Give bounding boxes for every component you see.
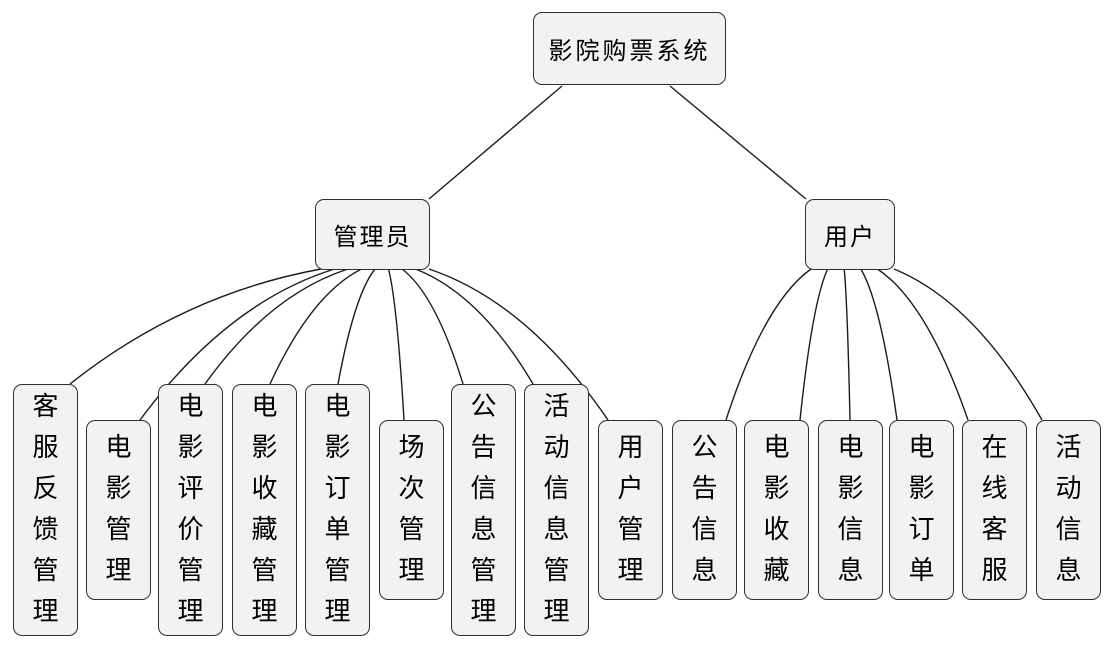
root-node-label: 影院购票系统 (548, 37, 711, 65)
leaf-node-admin-5-label: 电影订单管理 (324, 392, 351, 627)
connector-line (893, 268, 1043, 421)
connector-line (269, 268, 362, 385)
connector-line (387, 268, 405, 421)
connector-line (69, 268, 322, 385)
leaf-node-admin-9-label: 用户管理 (617, 433, 644, 586)
leaf-node-admin-1: 客服反馈管理 (13, 384, 78, 636)
leaf-node-user-1: 公告信息 (672, 420, 737, 600)
connector-line (799, 268, 829, 421)
connector-line (725, 268, 812, 421)
leaf-node-admin-8: 活动信息管理 (524, 384, 589, 636)
leaf-node-admin-7: 公告信息管理 (451, 384, 516, 636)
leaf-node-admin-9: 用户管理 (598, 420, 663, 600)
leaf-node-admin-6: 场次管理 (379, 420, 444, 600)
leaf-node-user-5-label: 在线客服 (981, 433, 1008, 586)
leaf-node-user-1-label: 公告信息 (691, 433, 718, 586)
connector-line (669, 85, 807, 200)
branch-node-user: 用户 (805, 199, 895, 270)
branch-node-user-label: 用户 (824, 223, 876, 251)
leaf-node-user-6: 活动信息 (1036, 420, 1101, 600)
branch-node-admin-label: 管理员 (333, 223, 412, 251)
leaf-node-user-5: 在线客服 (962, 420, 1027, 600)
leaf-node-admin-2-label: 电影管理 (105, 433, 132, 586)
leaf-node-user-2: 电影收藏 (744, 420, 809, 600)
connector-line (204, 268, 349, 385)
leaf-node-admin-2: 电影管理 (86, 420, 151, 600)
root-node-cinema-ticket-system: 影院购票系统 (533, 12, 726, 85)
leaf-node-admin-3: 电影评价管理 (158, 384, 223, 636)
leaf-node-user-6-label: 活动信息 (1055, 433, 1082, 586)
connector-line (415, 268, 534, 385)
leaf-node-user-3-label: 电影信息 (837, 433, 864, 586)
leaf-node-user-2-label: 电影收藏 (763, 433, 790, 586)
leaf-node-user-3: 电影信息 (818, 420, 883, 600)
leaf-node-admin-5: 电影订单管理 (305, 384, 370, 636)
leaf-node-admin-4-label: 电影收藏管理 (251, 392, 278, 627)
leaf-node-admin-7-label: 公告信息管理 (470, 392, 497, 627)
connector-line (428, 85, 563, 200)
connector-line (860, 268, 898, 421)
connector-line (877, 268, 969, 421)
leaf-node-user-4-label: 电影订单 (908, 433, 935, 586)
leaf-node-admin-8-label: 活动信息管理 (543, 392, 570, 627)
branch-node-admin: 管理员 (315, 199, 430, 270)
leaf-node-user-4: 电影订单 (889, 420, 954, 600)
leaf-node-admin-4: 电影收藏管理 (232, 384, 297, 636)
leaf-node-admin-1-label: 客服反馈管理 (32, 392, 59, 627)
leaf-node-admin-3-label: 电影评价管理 (177, 392, 204, 627)
connector-line (401, 268, 464, 385)
leaf-node-admin-6-label: 场次管理 (398, 433, 425, 586)
connector-line (337, 268, 376, 385)
connector-line (843, 268, 851, 421)
